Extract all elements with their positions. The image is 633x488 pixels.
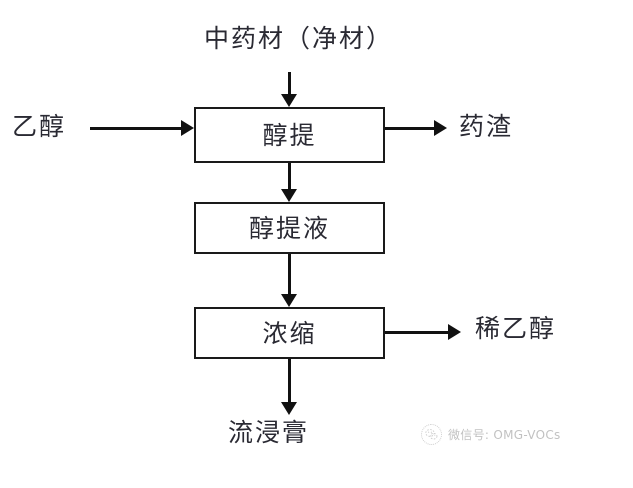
connector-extraction-to-extract [288, 163, 291, 191]
connector-raw-material-to-extraction [288, 72, 291, 96]
process-box-label: 浓缩 [262, 318, 317, 348]
process-box-alcohol-extraction: 醇提 [194, 107, 385, 163]
label-fluid-extract: 流浸膏 [228, 418, 310, 447]
watermark-text: 微信号: OMG-VOCs [448, 428, 561, 442]
process-box-alcohol-extract: 醇提液 [194, 202, 385, 254]
label-ethanol: 乙醇 [12, 112, 67, 141]
arrow-head-right-icon [181, 120, 194, 136]
process-box-concentration: 浓缩 [194, 307, 385, 359]
connector-concentration-to-dilute-ethanol [385, 331, 451, 334]
connector-extraction-to-residue [385, 127, 437, 130]
connector-ethanol-to-extraction [90, 127, 184, 130]
connector-concentration-to-fluid-extract [288, 359, 291, 404]
arrow-head-down-icon [281, 402, 297, 415]
watermark: 微信号: OMG-VOCs [421, 424, 561, 445]
label-residue: 药渣 [459, 112, 514, 141]
label-raw-material: 中药材（净材） [204, 24, 394, 53]
connector-extract-to-concentration [288, 254, 291, 296]
process-box-label: 醇提液 [248, 213, 330, 243]
arrow-head-right-icon [448, 324, 461, 340]
wechat-logo-icon [421, 424, 442, 445]
arrow-head-down-icon [281, 294, 297, 307]
arrow-head-right-icon [434, 120, 447, 136]
process-box-label: 醇提 [262, 120, 317, 150]
arrow-head-down-icon [281, 94, 297, 107]
arrow-head-down-icon [281, 189, 297, 202]
label-dilute-ethanol: 稀乙醇 [475, 314, 557, 343]
